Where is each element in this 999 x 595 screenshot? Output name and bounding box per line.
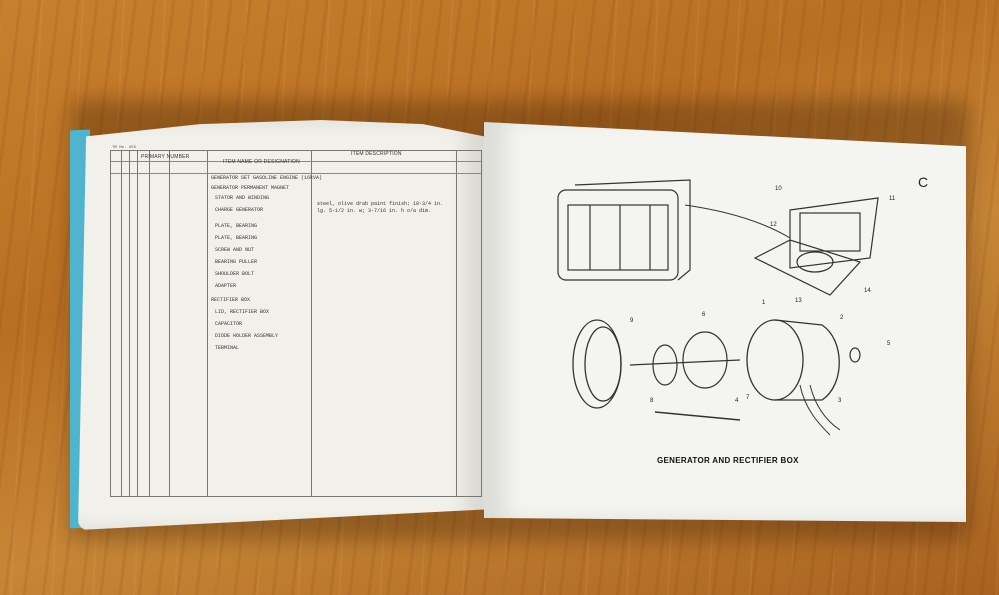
callout: 8 [650,398,654,404]
stator-ring-drawing [572,319,622,409]
list-item: PLATE, BEARING [215,223,258,229]
item-description-text: steel, olive drab paint finish; 10-3/4 i… [317,201,444,214]
nut-drawing [849,347,861,363]
list-item: TERMINAL [215,345,240,351]
list-item: GENERATOR PERMANENT MAGNET [211,185,290,191]
header-primary-number: PRIMARY NUMBER [141,154,190,160]
list-item: DIODE HOLDER ASSEMBLY [215,333,279,339]
left-page-header: TM No. 455 [112,146,137,150]
callout: 10 [775,186,782,192]
generator-frame-drawing [557,179,691,281]
list-item: PLATE, BEARING [215,235,258,241]
left-page [78,120,484,530]
callout: 3 [838,398,842,404]
list-item: RECTIFIER BOX [211,297,251,303]
callout: 6 [702,312,706,318]
figure-caption: GENERATOR AND RECTIFIER BOX [657,456,799,465]
callout: 5 [887,341,891,347]
list-item: SCREW AND NUT [215,247,255,253]
callout: 4 [735,398,739,404]
rotor-drawing [629,331,741,389]
parts-table: PRIMARY NUMBER ITEM NAME OR DESIGNATION … [110,150,482,497]
header-item-description: ITEM DESCRIPTION [351,151,402,157]
bolt-drawing [654,411,741,421]
list-item: STATOR AND WINDING [215,195,270,201]
list-item: LID, RECTIFIER BOX [215,309,270,315]
list-item: BEARING PULLER [215,259,258,265]
right-page [484,122,966,522]
list-item: CAPACITOR [215,321,243,327]
page-letter: C [918,174,929,190]
rectifier-box-drawing [753,197,879,296]
list-item: GENERATOR SET GASOLINE ENGINE (16kVA) [211,175,323,181]
list-item: CHARGE GENERATOR [215,207,264,213]
callout: 2 [840,315,844,321]
callout: 12 [770,222,777,228]
callout: 1 [762,300,766,306]
header-item-name: ITEM NAME OR DESIGNATION [223,159,300,165]
list-item: ADAPTER [215,283,237,289]
callout: 9 [630,318,634,324]
callout: 11 [889,196,896,202]
callout: 14 [864,288,871,294]
list-item: SHOULDER BOLT [215,271,255,277]
callout: 13 [795,298,802,304]
housing-drawing [746,319,840,401]
callout: 7 [746,395,750,401]
